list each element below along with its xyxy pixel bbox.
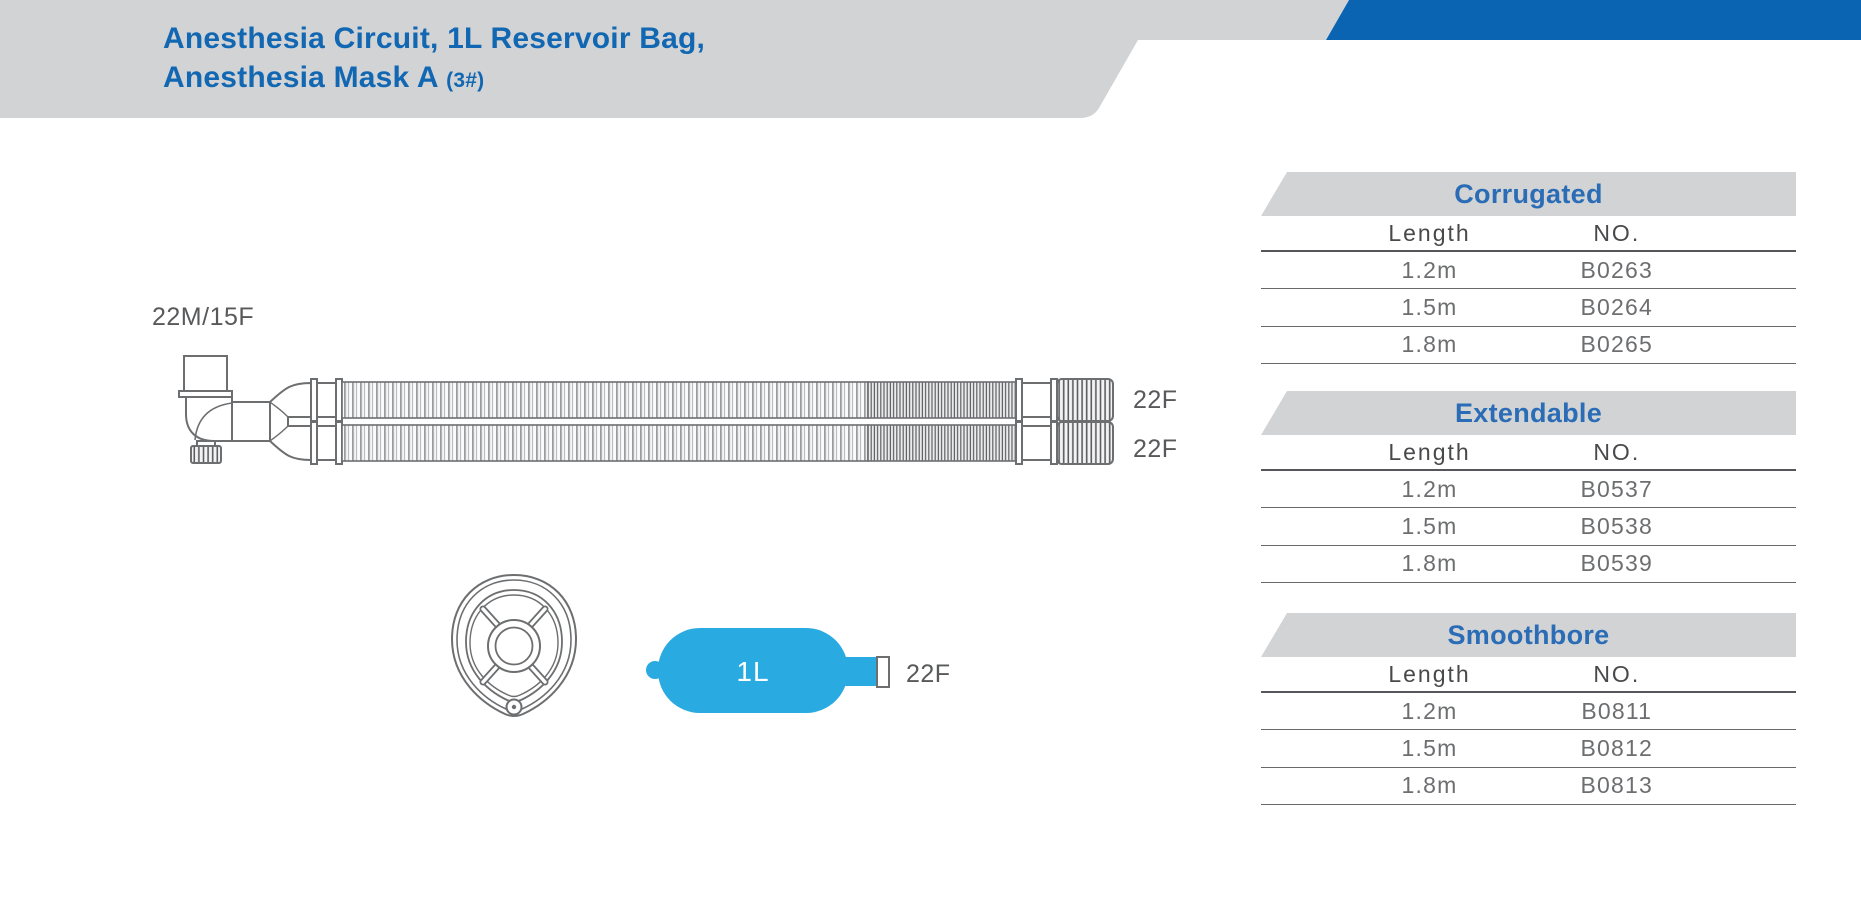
tube-top-end-label: 22F <box>1133 386 1178 414</box>
table-row: 1.8m B0539 <box>1261 546 1796 584</box>
cell-no: B0263 <box>1580 256 1654 283</box>
table-row: 1.8m B0265 <box>1261 327 1796 365</box>
table-title: Extendable <box>1454 398 1603 428</box>
cell-no: B0264 <box>1580 294 1654 321</box>
cell-length: 1.5m <box>1401 513 1458 540</box>
cell-no: B0539 <box>1580 550 1654 577</box>
table-header-row: Length NO. <box>1261 216 1796 252</box>
col-no-header: NO. <box>1593 660 1641 687</box>
header-banner <box>0 0 1861 118</box>
table-row: 1.8m B0813 <box>1261 768 1796 806</box>
table-row: 1.5m B0538 <box>1261 508 1796 546</box>
anesthesia-circuit-drawing <box>178 355 1114 465</box>
cell-length: 1.2m <box>1401 475 1458 502</box>
anesthesia-mask-drawing <box>450 573 578 717</box>
table-row: 1.5m B0812 <box>1261 730 1796 768</box>
page-title-line1: Anesthesia Circuit, 1L Reservoir Bag, <box>163 22 706 55</box>
bag-connector-label: 22F <box>906 660 951 688</box>
page-title: Anesthesia Circuit, 1L Reservoir Bag, An… <box>163 19 705 100</box>
cell-no: B0537 <box>1580 475 1654 502</box>
cell-length: 1.5m <box>1401 735 1458 762</box>
table-corrugated: Corrugated Length NO. 1.2m B0263 1.5m B0… <box>1261 172 1796 365</box>
cell-length: 1.8m <box>1401 331 1458 358</box>
table-row: 1.2m B0811 <box>1261 693 1796 731</box>
table-title: Smoothbore <box>1447 620 1610 650</box>
tube-bottom-end-label: 22F <box>1133 435 1178 463</box>
table-title-band: Extendable <box>1261 391 1796 435</box>
cell-no: B0265 <box>1580 331 1654 358</box>
col-no-header: NO. <box>1593 438 1641 465</box>
patient-port-label: 22M/15F <box>152 303 255 331</box>
table-title: Corrugated <box>1454 179 1603 209</box>
bag-volume-label: 1L <box>736 656 770 687</box>
cell-length: 1.8m <box>1401 550 1458 577</box>
table-title-band: Smoothbore <box>1261 613 1796 657</box>
cell-length: 1.8m <box>1401 772 1458 799</box>
table-header-row: Length NO. <box>1261 435 1796 471</box>
page-title-line2: Anesthesia Mask A (3#) <box>163 61 485 94</box>
header-blue-bar <box>1326 0 1861 40</box>
table-header-row: Length NO. <box>1261 657 1796 693</box>
table-row: 1.2m B0263 <box>1261 252 1796 290</box>
cell-no: B0811 <box>1581 697 1653 724</box>
cell-no: B0538 <box>1580 513 1654 540</box>
cell-no: B0812 <box>1580 735 1654 762</box>
col-length-header: Length <box>1388 438 1471 465</box>
cell-length: 1.2m <box>1401 697 1458 724</box>
cell-length: 1.5m <box>1401 294 1458 321</box>
col-no-header: NO. <box>1593 219 1641 246</box>
header-gray-band <box>0 0 1349 118</box>
cell-length: 1.2m <box>1401 256 1458 283</box>
col-length-header: Length <box>1388 219 1471 246</box>
mask-size-suffix: (3#) <box>446 69 485 92</box>
reservoir-bag-drawing <box>646 628 890 713</box>
table-smoothbore: Smoothbore Length NO. 1.2m B0811 1.5m B0… <box>1261 613 1796 806</box>
table-title-band: Corrugated <box>1261 172 1796 216</box>
table-row: 1.5m B0264 <box>1261 289 1796 327</box>
table-extendable: Extendable Length NO. 1.2m B0537 1.5m B0… <box>1261 391 1796 584</box>
table-row: 1.2m B0537 <box>1261 471 1796 509</box>
col-length-header: Length <box>1388 660 1471 687</box>
cell-no: B0813 <box>1580 772 1654 799</box>
